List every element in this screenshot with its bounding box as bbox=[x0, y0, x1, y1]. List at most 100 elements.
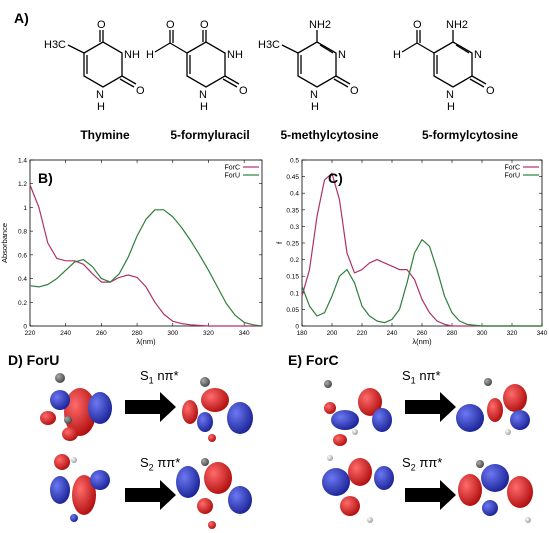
orbital-forc-s1-occupied bbox=[324, 380, 392, 446]
atom-label: H3C bbox=[44, 39, 66, 51]
atom-label: N bbox=[338, 49, 346, 61]
atom-label: NH2 bbox=[446, 19, 468, 31]
y-tick-label: 0 bbox=[23, 324, 27, 331]
arrow-icon bbox=[125, 392, 176, 422]
y-tick-label: 0.05 bbox=[286, 307, 299, 314]
atom-label: H bbox=[447, 101, 455, 113]
series-line-forc bbox=[29, 184, 262, 327]
orbital-forc-s2-occupied bbox=[322, 455, 394, 523]
orbital-forc-s1-virtual bbox=[456, 378, 530, 435]
atom-label: N bbox=[199, 89, 207, 101]
y-tick-label: 1.4 bbox=[18, 158, 27, 165]
series-line-foru bbox=[301, 239, 542, 327]
x-tick-label: 220 bbox=[25, 330, 36, 337]
molecule-name: 5-formylcytosine bbox=[421, 128, 519, 142]
atom-label: O bbox=[486, 85, 495, 97]
x-tick-label: 240 bbox=[387, 330, 398, 337]
x-tick-label: 300 bbox=[167, 330, 178, 337]
y-tick-label: 0.6 bbox=[18, 252, 27, 259]
molecule-structures: O NH O N H H3C O O H NH O N H NH2 N O N … bbox=[44, 19, 495, 113]
atom-label: H bbox=[146, 49, 154, 61]
orbital-illustrations bbox=[40, 373, 533, 529]
panel-label-c: C) bbox=[328, 170, 343, 186]
arrow-icon bbox=[405, 392, 456, 422]
atom-label: N bbox=[446, 89, 454, 101]
atom-label: O bbox=[239, 85, 248, 97]
atom-label: H bbox=[200, 101, 208, 113]
atom-label: H bbox=[393, 49, 401, 61]
orbital-forc-s2-virtual bbox=[458, 460, 533, 523]
arrow-icon bbox=[125, 480, 176, 510]
orbital-foru-s2-virtual bbox=[176, 458, 252, 529]
x-tick-label: 200 bbox=[327, 330, 338, 337]
y-axis-label: Absorbance bbox=[0, 223, 9, 263]
y-tick-label: 1.2 bbox=[18, 181, 27, 188]
orbital-foru-s1-occupied bbox=[40, 373, 112, 441]
atom-label: NH bbox=[227, 49, 243, 61]
x-tick-label: 320 bbox=[203, 330, 214, 337]
atom-label: O bbox=[166, 19, 175, 31]
x-tick-label: 340 bbox=[537, 330, 548, 337]
y-tick-label: 0.35 bbox=[286, 207, 299, 214]
formylcytosine-structure bbox=[401, 30, 487, 88]
panel-label-a: A) bbox=[14, 10, 29, 26]
atom-label: N bbox=[474, 49, 482, 61]
panel-label-d: D) ForU bbox=[8, 352, 60, 368]
y-tick-label: 1 bbox=[23, 205, 27, 212]
transition-label-forc-s1: S1 nπ* bbox=[402, 368, 441, 386]
y-tick-label: 0.4 bbox=[290, 191, 299, 198]
molecule-name: Thymine bbox=[80, 128, 130, 142]
atom-label: N bbox=[96, 89, 104, 101]
legend-label: ForU bbox=[224, 173, 240, 180]
y-tick-label: 0.2 bbox=[18, 300, 27, 307]
formyluracil-structure bbox=[154, 30, 240, 88]
x-axis-label: λ(nm) bbox=[412, 337, 432, 346]
x-tick-label: 220 bbox=[357, 330, 368, 337]
arrow-icons bbox=[125, 392, 456, 510]
y-tick-label: 0 bbox=[295, 324, 299, 331]
y-tick-label: 0.25 bbox=[286, 241, 299, 248]
atom-label: H3C bbox=[258, 39, 280, 51]
y-tick-label: 0.45 bbox=[286, 174, 299, 181]
x-tick-label: 180 bbox=[297, 330, 308, 337]
orbital-foru-s1-virtual bbox=[182, 377, 253, 442]
atom-label: H bbox=[311, 101, 319, 113]
series-line-foru bbox=[29, 209, 263, 327]
atom-label: O bbox=[136, 85, 145, 97]
y-tick-label: 0.4 bbox=[18, 276, 27, 283]
x-tick-label: 280 bbox=[447, 330, 458, 337]
plot-frame bbox=[29, 159, 263, 327]
atom-label: O bbox=[97, 19, 106, 31]
legend-label: ForC bbox=[224, 165, 240, 172]
atom-label: NH bbox=[124, 49, 140, 61]
x-tick-label: 280 bbox=[132, 330, 143, 337]
atom-label: O bbox=[350, 85, 359, 97]
transition-label-forc-s2: S2 ππ* bbox=[402, 455, 443, 473]
methylcytosine-structure bbox=[281, 30, 351, 88]
panel-label-e: E) ForC bbox=[288, 352, 339, 368]
arrow-icon bbox=[405, 480, 456, 510]
y-tick-label: 0.8 bbox=[18, 229, 27, 236]
x-tick-label: 260 bbox=[417, 330, 428, 337]
atom-label: NH2 bbox=[309, 19, 331, 31]
molecule-name: 5-formyluracil bbox=[170, 128, 250, 142]
thymine-structure bbox=[67, 30, 137, 88]
x-tick-label: 240 bbox=[60, 330, 71, 337]
x-tick-label: 320 bbox=[507, 330, 518, 337]
y-axis-label: f bbox=[276, 241, 284, 244]
x-axis-label: λ(nm) bbox=[136, 337, 156, 346]
y-tick-label: 0.15 bbox=[286, 274, 299, 281]
y-tick-label: 0.2 bbox=[290, 257, 299, 264]
y-tick-label: 0.3 bbox=[290, 224, 299, 231]
x-tick-label: 300 bbox=[477, 330, 488, 337]
series-line-forc bbox=[301, 172, 542, 327]
x-tick-label: 260 bbox=[96, 330, 107, 337]
transition-label-foru-s2: S2 ππ* bbox=[140, 455, 181, 473]
atom-label: O bbox=[200, 19, 209, 31]
legend-label: ForU bbox=[504, 173, 520, 180]
atom-label: H bbox=[97, 101, 105, 113]
y-tick-label: 0.5 bbox=[290, 158, 299, 165]
atom-label: O bbox=[413, 19, 422, 31]
